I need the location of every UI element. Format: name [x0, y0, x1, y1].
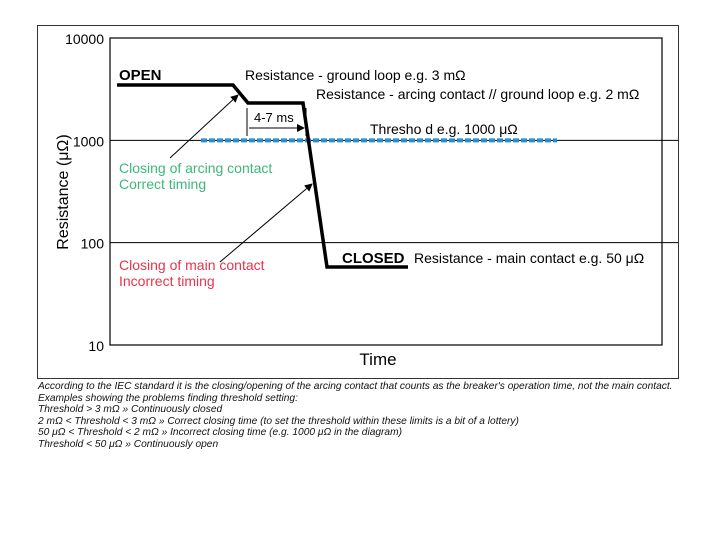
y-tick-label: 100 — [81, 236, 105, 252]
resistance-time-chart: Resistance (μΩ) Time 10000 1000 100 10 4-7 m… — [55, 31, 678, 369]
threshold-label: Thresho d e.g. 1000 μΩ — [370, 121, 518, 137]
interval-label: 4-7 ms — [254, 110, 294, 125]
open-label: OPEN — [119, 67, 162, 84]
y-tick-labels: 10000 1000 100 10 — [65, 31, 104, 354]
caption-line: Threshold > 3 mΩ » Continuously closed — [38, 404, 223, 416]
caption-line: 50 μΩ < Threshold < 2 mΩ » Incorrect clo… — [38, 427, 402, 439]
x-axis-label: Time — [359, 350, 396, 369]
y-tick-label: 10000 — [65, 31, 104, 47]
closed-label: CLOSED — [342, 250, 405, 267]
arcing-close-label-1: Closing of arcing contact — [119, 160, 272, 176]
arcing-resistance-label: Resistance - arcing contact // ground lo… — [316, 86, 639, 102]
plot-border — [109, 37, 663, 346]
caption-line: Threshold < 50 μΩ » Continuously open — [38, 438, 219, 450]
caption-line: According to the IEC standard it is the … — [38, 381, 673, 392]
y-tick-label: 10 — [88, 338, 104, 354]
main-close-label-2: Incorrect timing — [119, 273, 215, 289]
main-close-label-1: Closing of main contact — [119, 257, 265, 273]
main-contact-label: Resistance - main contact e.g. 50 μΩ — [414, 250, 644, 266]
arcing-close-label-2: Correct timing — [119, 176, 206, 192]
arcing-close-pointer — [169, 94, 239, 159]
explanation-caption: According to the IEC standard it is the … — [38, 381, 698, 451]
caption-line: Examples showing the problems finding th… — [38, 392, 298, 404]
caption-line: 2 mΩ < Threshold < 3 mΩ » Correct closin… — [38, 415, 519, 427]
y-axis-label: Resistance (μΩ) — [55, 134, 72, 249]
y-tick-label: 1000 — [73, 133, 104, 149]
chart-annotations: 4-7 ms OPEN Resistance - ground loop e.g. … — [119, 67, 644, 289]
chart-series — [117, 83, 557, 269]
resistance-curve — [117, 83, 408, 269]
chart-axes: Resistance (μΩ) Time — [55, 37, 663, 369]
chart-frame — [37, 25, 679, 379]
ground-loop-label: Resistance - ground loop e.g. 3 mΩ — [245, 67, 466, 83]
main-close-pointer — [219, 183, 313, 263]
